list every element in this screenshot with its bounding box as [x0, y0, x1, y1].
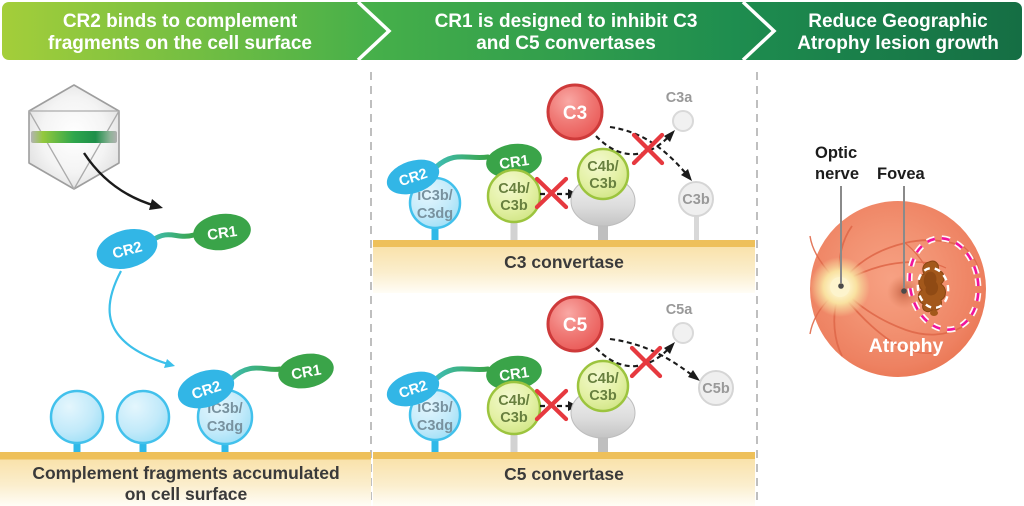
cr1-domain: CR1 — [193, 213, 251, 251]
left-panel: CR2 CR1 iC3b/ C3dg — [0, 84, 371, 506]
linker — [148, 232, 197, 244]
header-banner: CR2 binds to complement fragments on the… — [2, 0, 1022, 62]
cr1-label: CR1 — [290, 362, 323, 384]
cr2-bound-complex: iC3b/ C3dg CR2 CR1 — [177, 353, 334, 452]
linker — [433, 154, 491, 170]
cr1-label: CR1 — [498, 152, 530, 173]
cell-membrane — [373, 240, 755, 247]
c3a-product: C3a — [666, 90, 694, 132]
cell-membrane: Complement fragments accumulated on cell… — [0, 452, 371, 506]
substrate-label: C3 — [563, 103, 587, 124]
c3b-product: C3b — [678, 181, 714, 240]
cr2-cr1-fusion-protein: CR2 CR1 — [96, 213, 251, 270]
optic-nerve-label-line1: Optic — [815, 144, 857, 162]
c4b-label-line1: C4b/ — [587, 159, 618, 175]
c4b-label-line2: C3b — [500, 198, 528, 214]
targeting-arrow-icon — [108, 270, 175, 368]
ic3b-label-line1: iC3b/ — [417, 400, 452, 416]
linker — [433, 366, 491, 382]
c3-convertase-row: C3 convertase iC3b/ C3dg CR2 CR1 C4b/ C3… — [373, 83, 755, 293]
cr2-bound-complex: iC3b/ C3dg CR2 CR1 — [386, 355, 542, 452]
optic-nerve-pointer — [838, 186, 844, 289]
cr2-domain: CR2 — [386, 371, 440, 407]
c4b-label-line1: C4b/ — [498, 393, 529, 409]
ic3b-label-line2: C3dg — [417, 206, 453, 222]
product-large-label: C3b — [682, 192, 710, 208]
c4b-label-line1: C4b/ — [587, 371, 618, 387]
c5b-product: C5b — [698, 370, 734, 406]
c4b-c3b-fragment: C4b/ C3b — [486, 168, 542, 240]
c4b-c3b-fragment: C4b/ C3b — [486, 380, 542, 452]
c3-convertase-label: C3 convertase — [504, 252, 624, 272]
cr1-label: CR1 — [498, 364, 530, 385]
header-step3-line1: Reduce Geographic — [808, 11, 988, 32]
atrophy-label: Atrophy — [869, 335, 944, 357]
c4b-label-line1: C4b/ — [498, 181, 529, 197]
substrate-label: C5 — [563, 315, 588, 336]
header-gradient-band — [2, 2, 1022, 60]
complement-fragment — [49, 389, 105, 452]
c5-substrate: C5 — [546, 295, 604, 353]
header-step3-line2: Atrophy lesion growth — [797, 33, 999, 54]
c5a-product: C5a — [666, 302, 694, 344]
fovea-label: Fovea — [877, 165, 926, 183]
ic3b-label-line2: C3dg — [417, 418, 453, 434]
complement-fragment — [115, 389, 171, 452]
eye-fundus: Atrophy — [809, 201, 986, 377]
product-large-label: C5b — [702, 381, 730, 397]
c4b-label-line2: C3b — [589, 388, 617, 404]
cr2-bound-complex: iC3b/ C3dg CR2 CR1 — [386, 143, 542, 240]
c5-convertase-label: C5 convertase — [504, 464, 624, 484]
convertase-complex: C4b/ C3b — [570, 147, 636, 240]
header-step2-line2: and C5 convertases — [476, 33, 656, 54]
cr1-domain: CR1 — [486, 355, 542, 391]
aav-capsid-icon — [28, 84, 120, 190]
header-step1-line2: fragments on the cell surface — [48, 33, 312, 54]
membrane-fade — [373, 459, 755, 506]
ga-growth-outline — [906, 235, 982, 333]
cr1-domain: CR1 — [278, 353, 334, 389]
chevron-separator-icon — [741, 0, 777, 62]
product-small-label: C5a — [666, 302, 694, 318]
fovea-pointer — [901, 186, 907, 294]
header-step2-line1: CR1 is designed to inhibit C3 — [435, 11, 698, 32]
ic3b-label-line1: iC3b/ — [207, 401, 242, 417]
cr2-domain: CR2 — [386, 159, 440, 195]
ic3b-label-line1: iC3b/ — [417, 188, 452, 204]
product-small-label: C3a — [666, 90, 694, 106]
left-caption-line2: on cell surface — [125, 484, 248, 504]
cr2-domain: CR2 — [96, 228, 158, 270]
red-x-icon — [534, 176, 569, 210]
convertase-complex: C4b/ C3b — [570, 359, 636, 452]
ic3b-label-line2: C3dg — [207, 419, 243, 435]
chevron-separator-icon — [356, 0, 392, 62]
cell-membrane — [373, 452, 755, 459]
c3-substrate: C3 — [546, 83, 604, 141]
membrane-fade — [373, 247, 755, 293]
red-x-icon — [629, 345, 663, 379]
cr1-label: CR1 — [206, 223, 238, 244]
c4b-label-line2: C3b — [500, 410, 528, 426]
cr1-domain: CR1 — [486, 143, 542, 179]
blocked-cleavage-arrows — [595, 125, 692, 181]
gene-cassette-band — [31, 131, 117, 143]
optic-nerve-label-line2: nerve — [815, 165, 859, 183]
linker — [228, 365, 283, 382]
blocked-cleavage-arrows — [595, 337, 700, 381]
header-step1-line1: CR2 binds to complement — [63, 11, 298, 32]
expression-arrow-icon — [82, 152, 163, 210]
left-caption-line1: Complement fragments accumulated — [32, 463, 339, 483]
red-x-icon — [631, 132, 665, 166]
c4b-label-line2: C3b — [589, 176, 617, 192]
cr2-domain: CR2 — [177, 369, 235, 409]
c5-convertase-row: C5 convertase iC3b/ C3dg CR2 CR1 C4b/ C3… — [373, 295, 755, 506]
red-x-icon — [534, 388, 569, 422]
right-panel: Optic nerve Fovea — [809, 144, 986, 377]
